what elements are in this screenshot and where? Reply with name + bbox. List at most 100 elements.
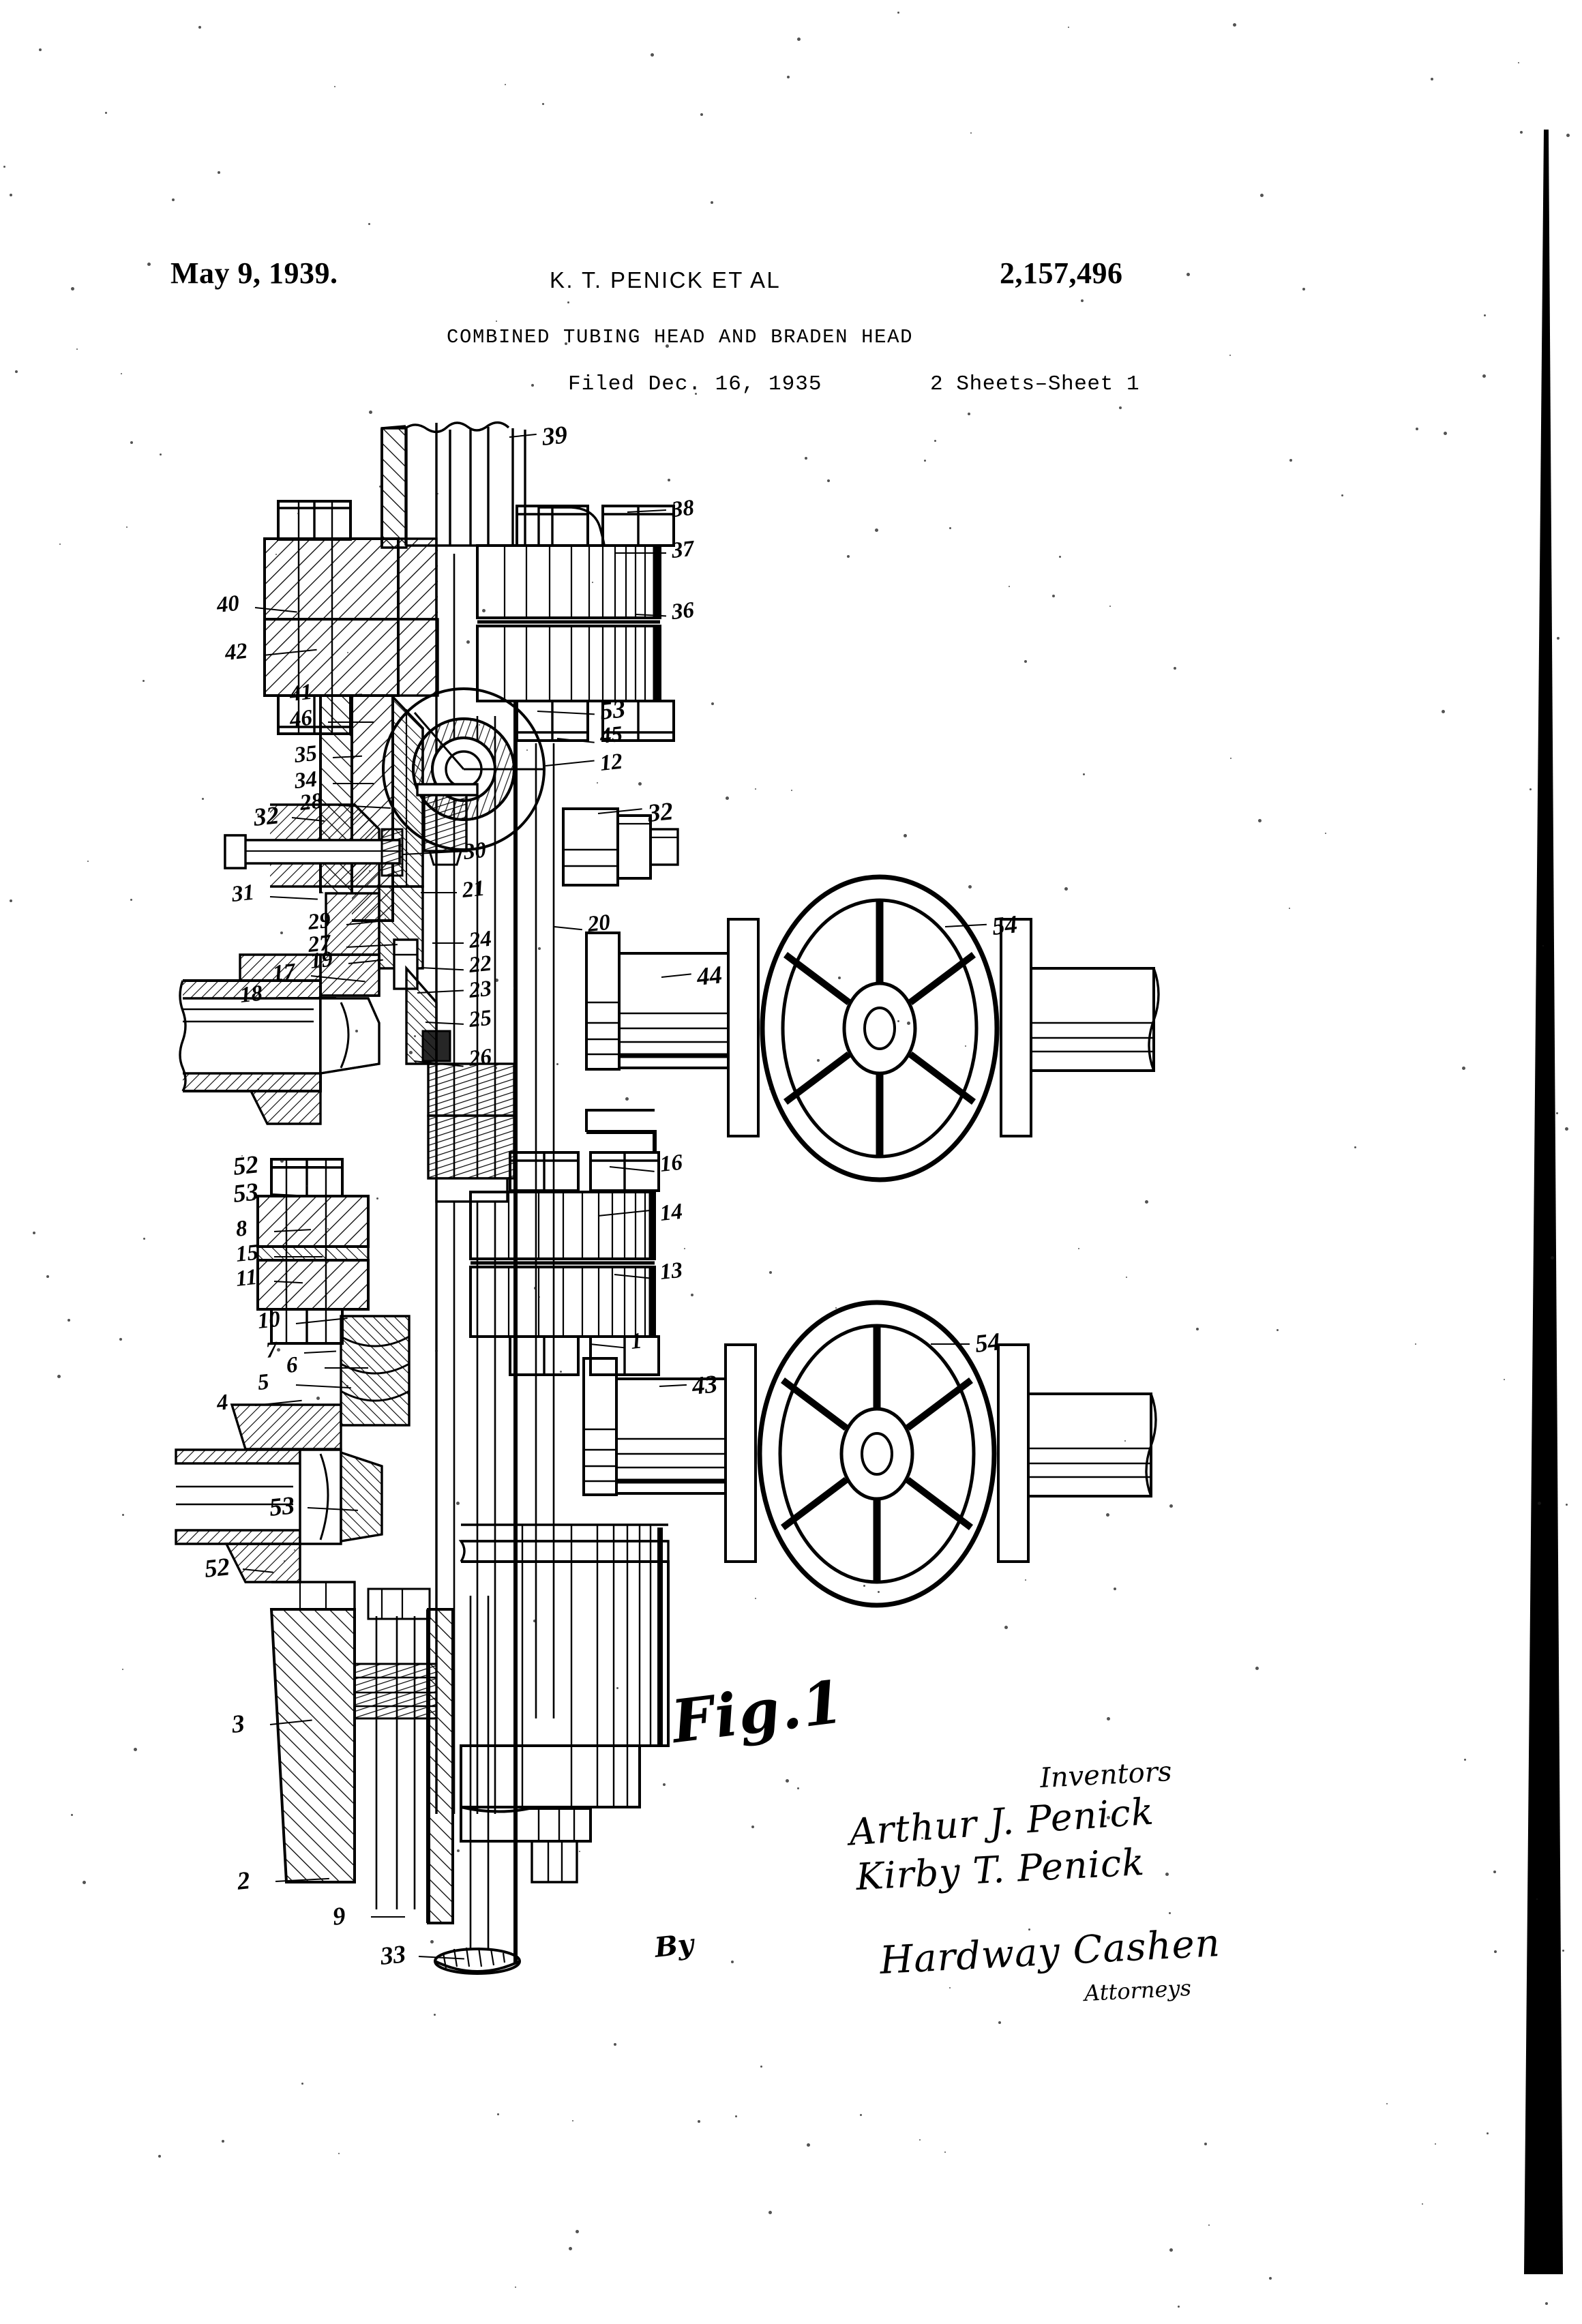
scan-speck xyxy=(1354,1146,1356,1148)
scan-speck xyxy=(930,1135,932,1137)
scan-speck xyxy=(651,53,654,57)
scan-speck xyxy=(625,1097,629,1101)
figure-label: Fig.1 xyxy=(668,1667,848,1757)
scan-speck xyxy=(1204,2143,1207,2145)
scan-speck xyxy=(1119,406,1122,409)
scan-speck xyxy=(755,788,756,790)
leader-line xyxy=(254,607,297,613)
scan-speck xyxy=(768,2211,772,2214)
leader-line xyxy=(327,694,362,697)
scan-speck xyxy=(897,12,899,14)
scan-speck xyxy=(284,1560,285,1562)
patent-date: May 9, 1939. xyxy=(170,256,338,290)
scan-speck xyxy=(1009,586,1010,587)
leader-line xyxy=(348,959,383,964)
scan-speck xyxy=(760,2066,762,2068)
scan-speck xyxy=(1233,23,1236,27)
scan-speck xyxy=(434,2014,436,2016)
scan-speck xyxy=(711,201,713,204)
scan-speck xyxy=(1269,2277,1272,2280)
scan-speck xyxy=(83,1881,86,1884)
leader-line xyxy=(295,1384,351,1389)
scan-speck xyxy=(684,1248,685,1249)
scan-speck xyxy=(198,26,201,29)
scan-speck xyxy=(1566,1504,1568,1506)
scan-speck xyxy=(597,782,598,784)
threaded-mandrel-nut xyxy=(427,1062,516,1203)
scan-speck xyxy=(257,814,259,816)
leader-line xyxy=(609,1166,655,1172)
scan-speck xyxy=(301,2083,303,2085)
scan-speck xyxy=(817,1059,820,1062)
scan-speck xyxy=(482,609,486,612)
scan-speck xyxy=(257,1078,259,1080)
scan-speck xyxy=(39,48,42,51)
ref-numeral-54: 54 xyxy=(973,1328,1002,1358)
scan-speck xyxy=(355,1030,358,1032)
ref-numeral-8: 8 xyxy=(235,1216,249,1242)
valve-lower xyxy=(582,1300,1157,1608)
scan-speck xyxy=(346,1385,348,1387)
scan-speck xyxy=(1518,62,1519,63)
by-label: By xyxy=(653,1928,696,1964)
leader-line xyxy=(269,1719,312,1725)
scan-speck xyxy=(827,479,830,482)
leader-line xyxy=(413,1060,464,1067)
scan-speck xyxy=(904,834,907,837)
leader-line xyxy=(420,967,464,971)
ref-numeral-19: 19 xyxy=(309,947,334,974)
scan-speck xyxy=(531,384,534,387)
filing-date: Filed Dec. 16, 1935 xyxy=(568,372,822,396)
scan-speck xyxy=(1196,1328,1199,1330)
scan-speck xyxy=(338,2153,340,2154)
scan-speck xyxy=(805,457,807,460)
scan-speck xyxy=(368,223,370,225)
ref-numeral-3: 3 xyxy=(230,1710,246,1739)
scan-speck xyxy=(1289,908,1290,909)
scan-speck xyxy=(1145,1200,1148,1204)
scan-speck xyxy=(1208,2224,1210,2226)
scan-speck xyxy=(1562,1950,1564,1952)
scan-speck xyxy=(1520,131,1523,134)
scan-speck xyxy=(435,1350,438,1352)
scan-speck xyxy=(735,2115,737,2117)
packing-stack-21-29 xyxy=(319,885,451,1065)
scan-speck xyxy=(33,1232,35,1234)
scan-speck xyxy=(379,486,381,488)
scan-speck xyxy=(638,782,642,786)
ref-numeral-14: 14 xyxy=(659,1199,684,1226)
scan-speck xyxy=(1545,2302,1548,2305)
ref-numeral-32: 32 xyxy=(252,801,280,832)
scan-speck xyxy=(496,321,497,322)
ref-numeral-12: 12 xyxy=(599,749,624,776)
top-riser-39 xyxy=(380,421,539,549)
leader-line xyxy=(254,1399,302,1406)
scan-speck xyxy=(968,885,972,889)
scan-speck xyxy=(695,393,697,395)
scan-speck xyxy=(526,749,528,751)
ref-numeral-46: 46 xyxy=(288,705,314,732)
scan-speck xyxy=(579,1851,580,1852)
scan-speck xyxy=(797,38,801,41)
ref-numeral-10: 10 xyxy=(256,1307,282,1334)
ref-numeral-17: 17 xyxy=(271,959,297,986)
scan-speck xyxy=(505,84,506,85)
scan-speck xyxy=(560,1371,562,1373)
scan-speck xyxy=(218,171,220,174)
ref-numeral-4: 4 xyxy=(215,1390,230,1416)
scan-speck xyxy=(791,790,792,791)
leader-line xyxy=(509,433,537,438)
flange-40 xyxy=(263,500,438,621)
leader-line xyxy=(589,1343,625,1349)
ref-numeral-53: 53 xyxy=(598,695,627,726)
side-stud-31-32 xyxy=(224,803,404,888)
scan-speck xyxy=(1484,314,1486,316)
scan-speck xyxy=(1431,78,1433,80)
leader-line xyxy=(931,1343,970,1345)
ref-numeral-21: 21 xyxy=(461,876,486,903)
scan-speck xyxy=(838,977,841,979)
scan-edge-artifact xyxy=(1524,130,1563,2274)
ref-numeral-44: 44 xyxy=(695,961,723,992)
ref-numeral-53: 53 xyxy=(231,1178,260,1208)
scan-speck xyxy=(158,2155,161,2158)
